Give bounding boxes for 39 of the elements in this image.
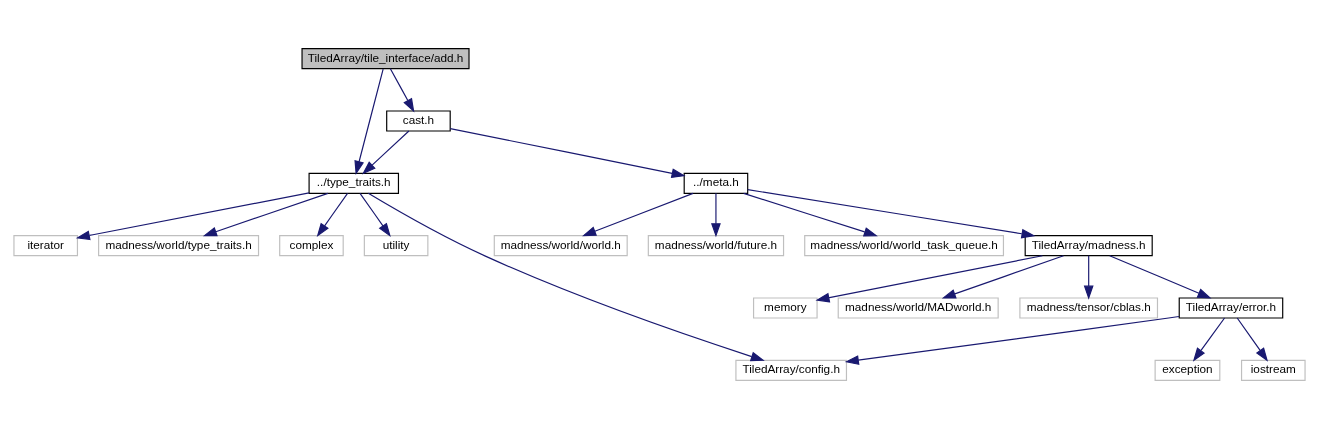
node-box: cast.h (386, 110, 451, 132)
arrow (359, 192, 391, 238)
node-box: utility (363, 235, 429, 257)
node-box: iterator (13, 235, 79, 257)
arrow (747, 189, 1036, 239)
arrow (941, 255, 1065, 299)
node-box: TiledArray/error.h (1178, 297, 1284, 319)
arrow (582, 192, 694, 237)
arrow (815, 255, 1044, 303)
arrow (1192, 317, 1226, 362)
node-box: madness/world/future.h (647, 235, 785, 257)
arrow (316, 192, 349, 238)
node-box: complex (279, 235, 344, 257)
node-box: memory (753, 297, 818, 319)
node-box: ../type_traits.h (308, 172, 400, 194)
arrow (202, 192, 329, 237)
arrow (1236, 317, 1269, 362)
node-box: madness/world/world_task_queue.h (804, 235, 1005, 257)
arrow (449, 128, 686, 179)
node-box: TiledArray/tile_interface/add.h (301, 48, 470, 70)
node-box: madness/world/MADworld.h (837, 297, 999, 319)
arrow (1083, 255, 1094, 300)
arrow (1109, 255, 1212, 299)
arrow (354, 68, 384, 175)
node-box: TiledArray/config.h (735, 359, 848, 381)
node-box: exception (1154, 359, 1221, 381)
node-box: madness/world/world.h (493, 235, 628, 257)
arrow (75, 192, 310, 241)
arrow (389, 68, 415, 113)
arrow (743, 192, 878, 237)
node-box: TiledArray/madness.h (1024, 235, 1153, 257)
arrow (362, 130, 410, 175)
arrow (711, 192, 721, 238)
arrow (844, 315, 1180, 365)
node-box: madness/world/type_traits.h (98, 235, 260, 257)
node-box: madness/tensor/cblas.h (1019, 297, 1159, 319)
arrow (367, 192, 765, 362)
node-box: ../meta.h (683, 172, 749, 194)
node-box: iostream (1240, 359, 1306, 381)
